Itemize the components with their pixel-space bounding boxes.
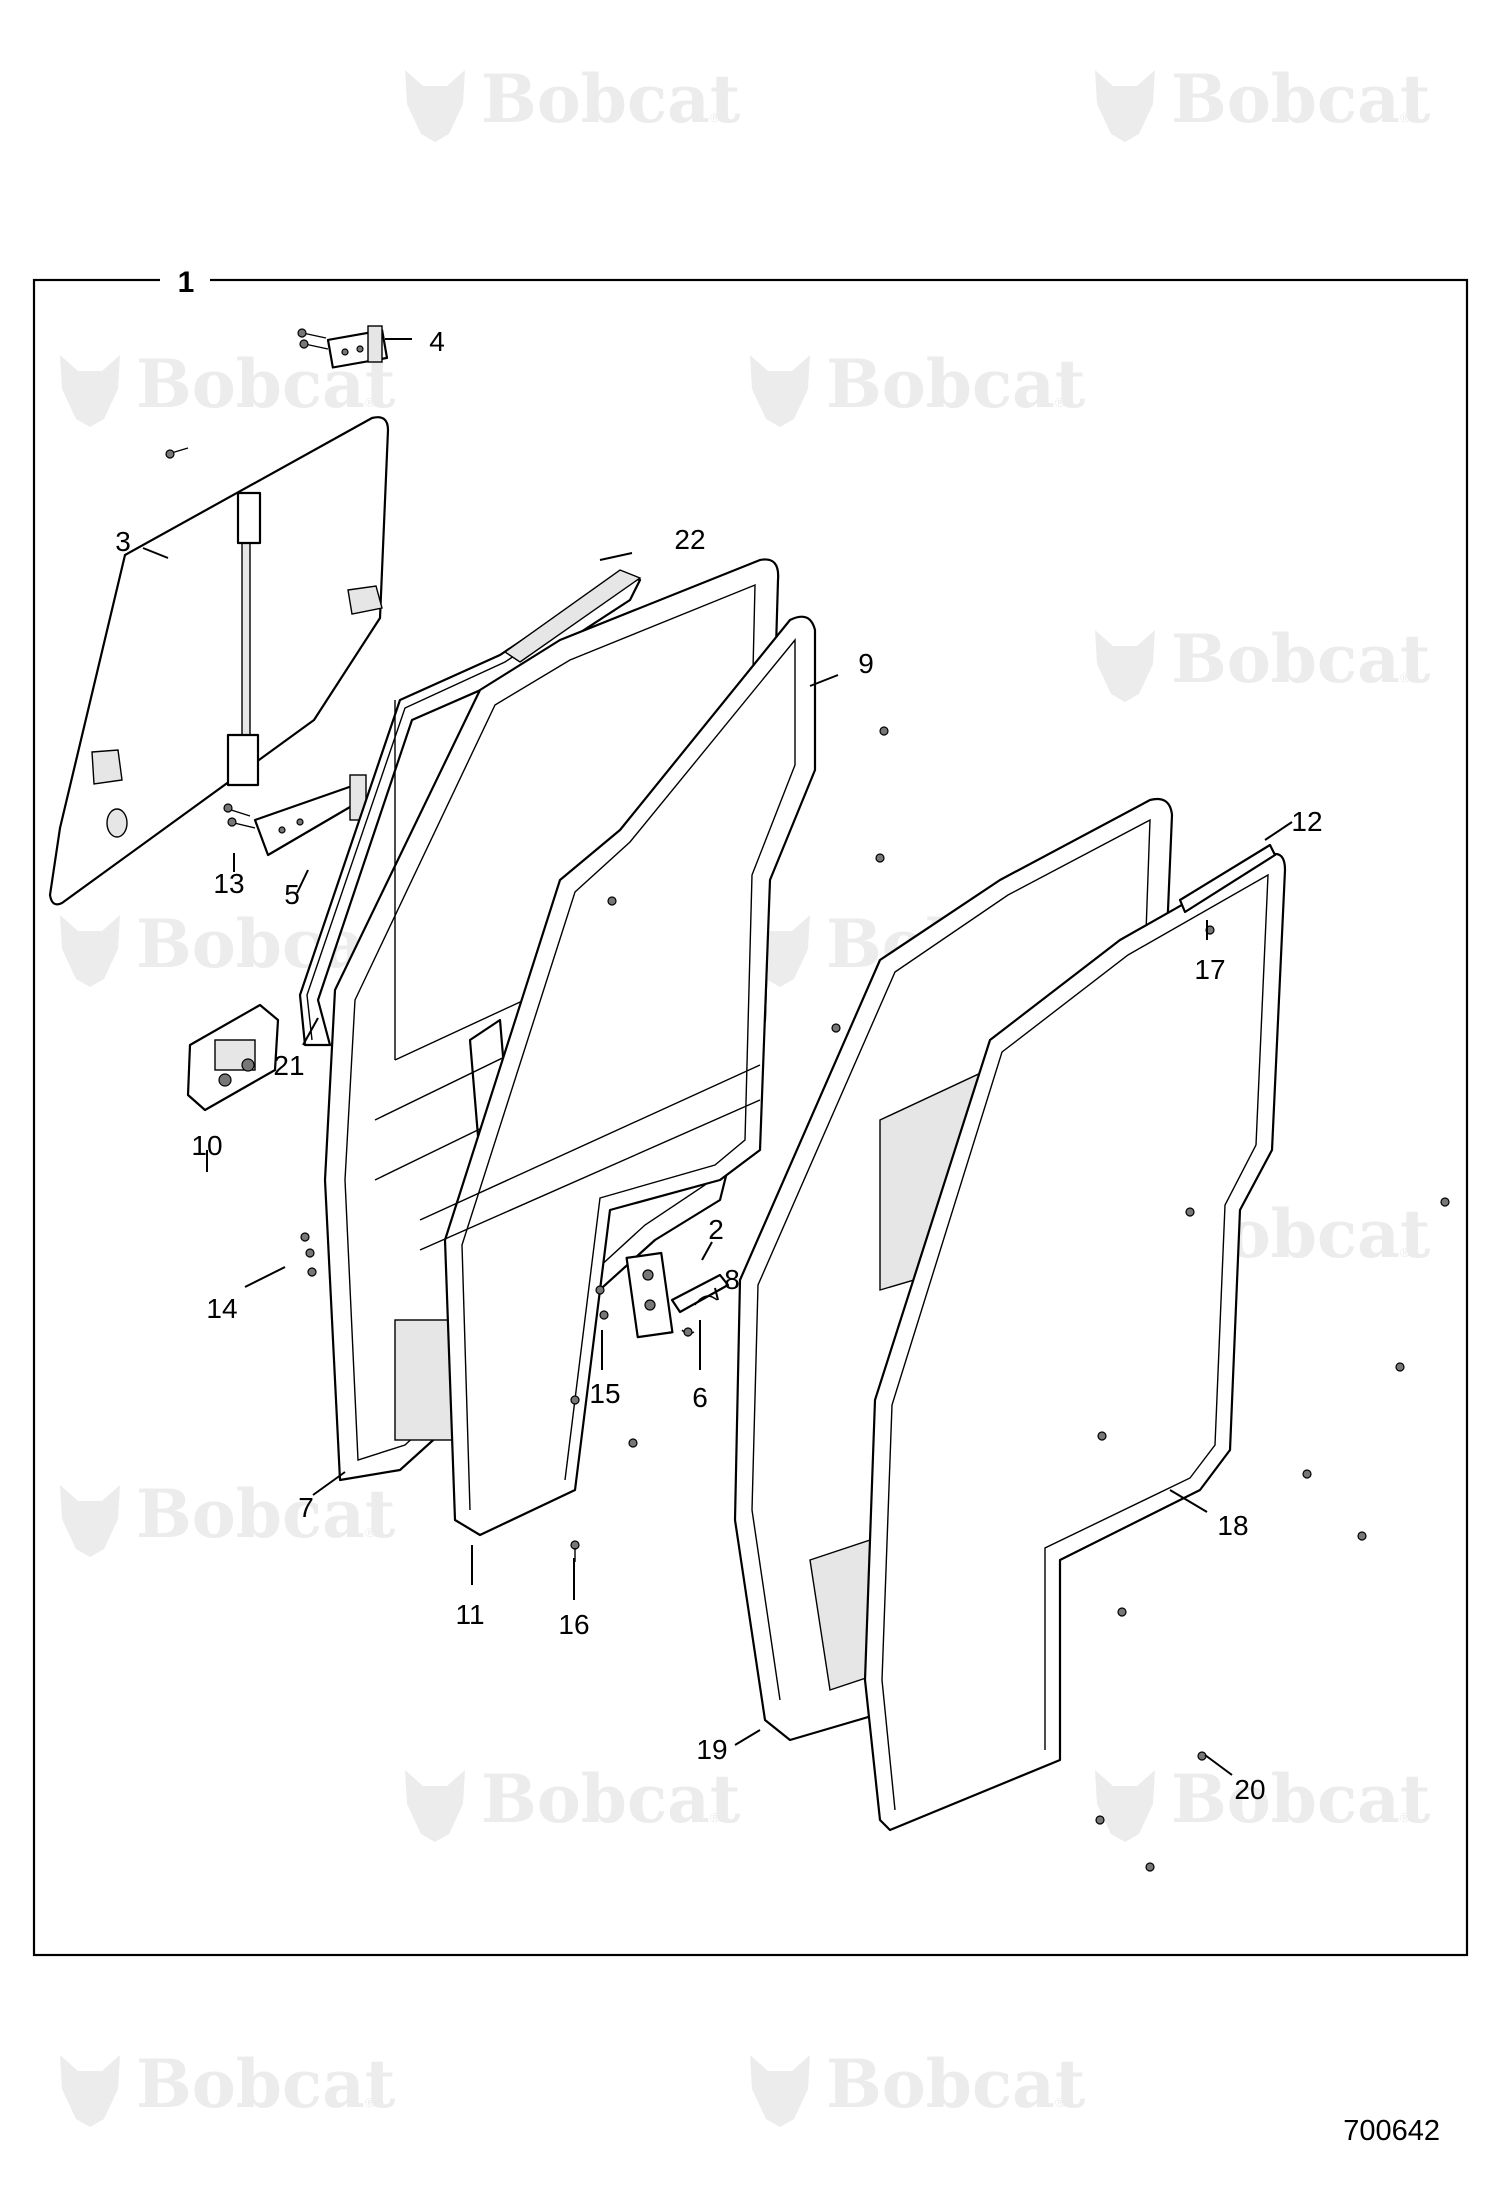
callout-22: 22 <box>674 524 705 555</box>
callout-5: 5 <box>284 879 300 910</box>
watermark-logo: Bobcat® <box>1095 620 1431 702</box>
watermark-brand: Bobcat <box>1171 60 1431 138</box>
callout-4: 4 <box>429 326 445 357</box>
watermark-brand: Bobcat <box>481 60 741 138</box>
watermark-brand: Bobcat <box>1171 1760 1431 1838</box>
watermark-logo: Bobcat® <box>750 345 1086 427</box>
document-number: 700642 <box>1343 2115 1440 2147</box>
callout-8: 8 <box>724 1264 740 1295</box>
callout-12: 12 <box>1291 806 1322 837</box>
part-seal-right <box>863 852 1287 1832</box>
part-hinge-lower <box>223 774 367 857</box>
part-seal-upper <box>298 569 642 1047</box>
leader-lines <box>142 338 1293 1776</box>
callout-3: 3 <box>115 526 131 557</box>
watermark-logo: Bobcat® <box>405 60 741 142</box>
svg-text:®: ® <box>710 1810 720 1825</box>
watermark-brand: Bobcat <box>826 2045 1086 2123</box>
watermark-logo: Bobcat® <box>60 2045 396 2127</box>
watermark-logo: Bobcat® <box>750 2045 1086 2127</box>
callout-10: 10 <box>191 1130 222 1161</box>
callout-17: 17 <box>1194 954 1225 985</box>
callout-15: 15 <box>589 1378 620 1409</box>
svg-text:®: ® <box>1400 670 1410 685</box>
watermark-brand: Bobcat <box>826 345 1086 423</box>
watermark-brand: Bobcat <box>136 1475 396 1553</box>
watermark-brand: Bobcat <box>136 2045 396 2123</box>
svg-text:®: ® <box>365 1525 375 1540</box>
part-latch <box>625 1251 730 1339</box>
callout-6: 6 <box>692 1382 708 1413</box>
watermark-logo: Bobcat® <box>60 1475 396 1557</box>
assembly-label: 1 <box>178 266 195 299</box>
watermark-logo: Bobcat® <box>1095 1760 1431 1842</box>
svg-text:®: ® <box>1055 395 1065 410</box>
watermark-logo: Bobcat® <box>1095 60 1431 142</box>
svg-text:®: ® <box>710 110 720 125</box>
callout-18: 18 <box>1217 1510 1248 1541</box>
callout-9: 9 <box>858 648 874 679</box>
callout-13: 13 <box>213 868 244 899</box>
callout-20: 20 <box>1234 1774 1265 1805</box>
callout-11: 11 <box>455 1599 484 1630</box>
svg-text:®: ® <box>1400 110 1410 125</box>
watermark-brand: Bobcat <box>481 1760 741 1838</box>
watermark-brand: Bobcat <box>1171 620 1431 698</box>
part-window-glass <box>48 416 390 906</box>
assembly-frame <box>32 278 1469 1957</box>
svg-text:®: ® <box>1400 1810 1410 1825</box>
part-fasteners <box>300 726 1450 1872</box>
svg-text:®: ® <box>1400 1245 1410 1260</box>
callout-labels: 4 3 22 9 12 17 13 5 10 21 14 2 8 15 6 7 … <box>115 326 1322 1805</box>
svg-text:®: ® <box>365 395 375 410</box>
callout-14: 14 <box>206 1293 237 1324</box>
part-handle <box>186 1003 280 1112</box>
callout-16: 16 <box>558 1609 589 1640</box>
svg-text:®: ® <box>1055 2095 1065 2110</box>
part-seal-strip-top <box>1178 843 1277 914</box>
callout-21: 21 <box>273 1050 304 1081</box>
callout-7: 7 <box>298 1492 314 1523</box>
callout-2: 2 <box>708 1214 724 1245</box>
part-tube-frame <box>419 615 817 1537</box>
svg-text:®: ® <box>365 2095 375 2110</box>
callout-19: 19 <box>696 1734 727 1765</box>
part-hinge-top <box>297 325 389 369</box>
watermark-logo: Bobcat® <box>405 1760 741 1842</box>
